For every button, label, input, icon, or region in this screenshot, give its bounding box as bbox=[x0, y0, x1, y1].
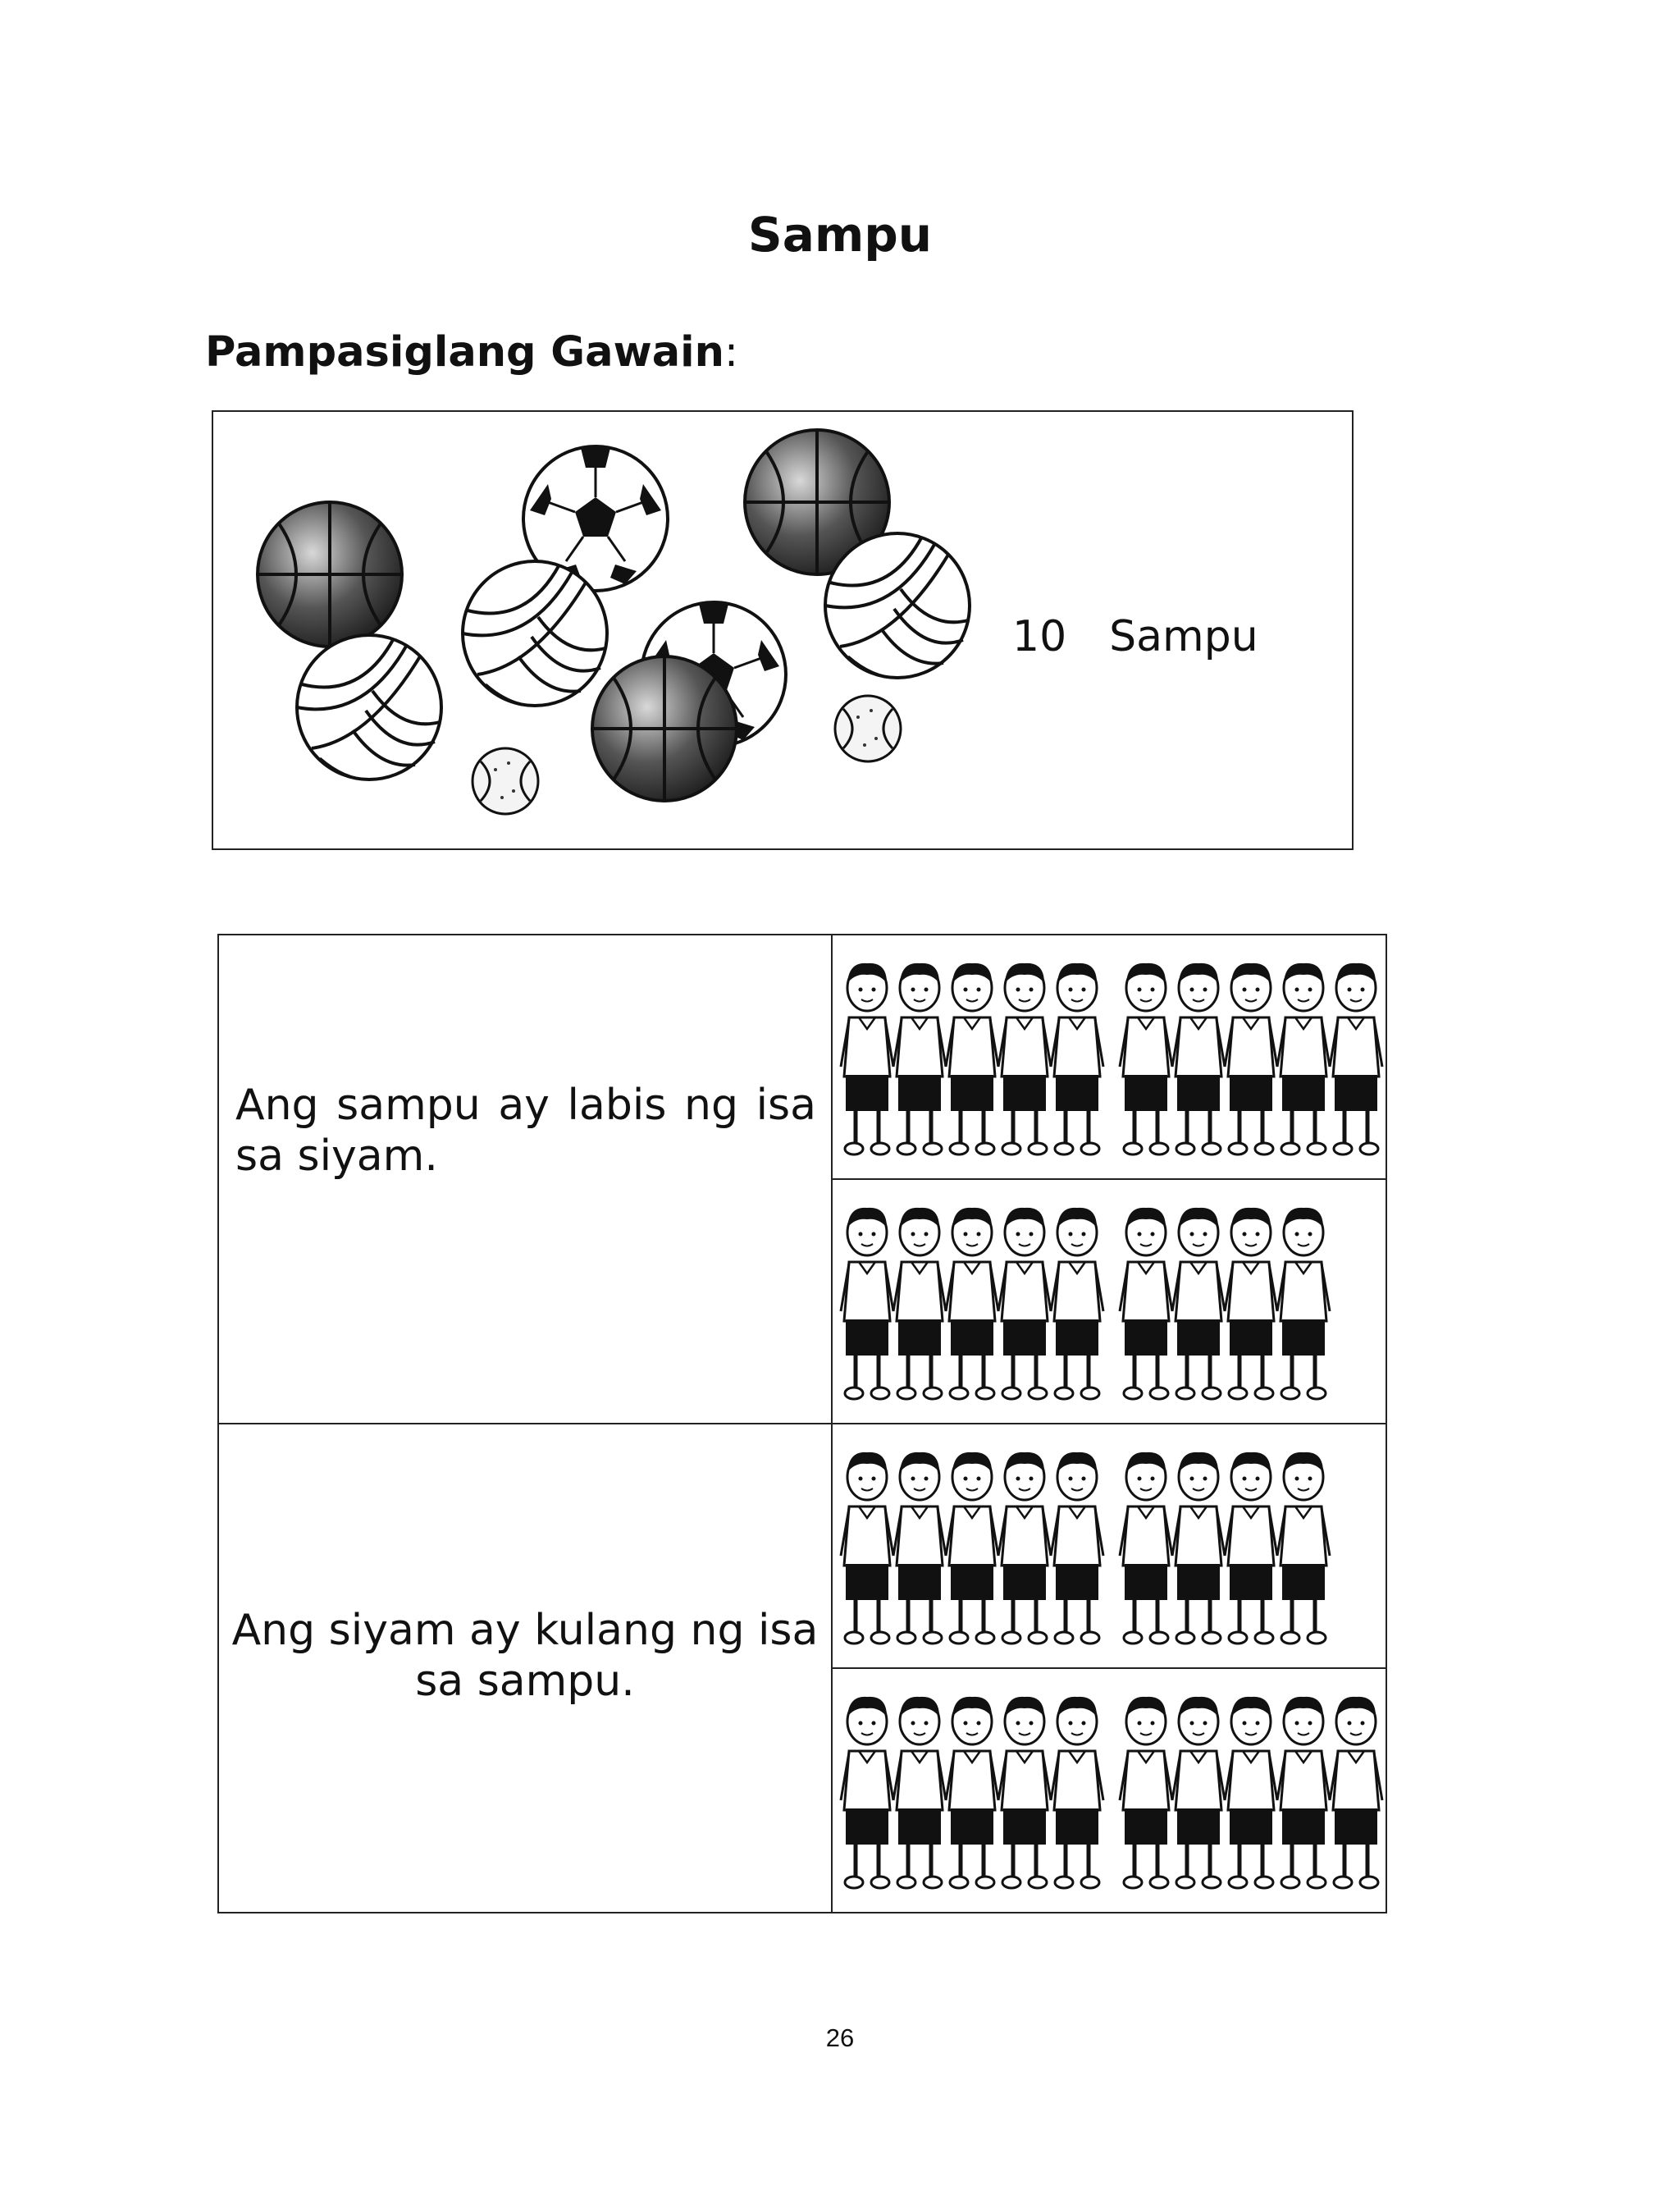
child-icon bbox=[997, 1207, 1052, 1401]
child-icon bbox=[997, 1696, 1052, 1890]
child-icon bbox=[1171, 1207, 1226, 1401]
children-group bbox=[839, 962, 1384, 1156]
child-icon bbox=[892, 962, 947, 1156]
statement-cell: Ang siyam ay kulang ng isa sa sampu. bbox=[217, 1423, 833, 1913]
basketball-icon bbox=[256, 501, 404, 648]
child-icon bbox=[839, 1452, 895, 1645]
child-icon bbox=[839, 1207, 895, 1401]
child-icon bbox=[1118, 962, 1174, 1156]
child-icon bbox=[1223, 962, 1279, 1156]
child-icon bbox=[1276, 1696, 1331, 1890]
basketball-icon bbox=[591, 655, 738, 802]
statement-text: Ang sampu ay labis ng isa sa siyam. bbox=[235, 1081, 816, 1182]
volleyball-icon bbox=[295, 633, 443, 781]
child-icon bbox=[1118, 1452, 1174, 1645]
child-icon bbox=[1276, 1207, 1331, 1401]
ten-label: 10 Sampu bbox=[1012, 612, 1301, 661]
child-icon bbox=[997, 1452, 1052, 1645]
comparison-table: Ang sampu ay labis ng isa sa siyam. Ang … bbox=[217, 934, 1387, 1913]
child-icon bbox=[892, 1207, 947, 1401]
child-icon bbox=[839, 962, 895, 1156]
child-icon bbox=[892, 1696, 947, 1890]
child-icon bbox=[1328, 1696, 1384, 1890]
child-icon bbox=[1049, 1207, 1105, 1401]
child-icon bbox=[1049, 1696, 1105, 1890]
child-icon bbox=[1049, 962, 1105, 1156]
child-icon bbox=[1118, 1207, 1174, 1401]
children-group bbox=[839, 1696, 1384, 1890]
ten-number: 10 bbox=[1012, 612, 1067, 661]
child-icon bbox=[944, 1452, 1000, 1645]
child-icon bbox=[1223, 1207, 1279, 1401]
children-group bbox=[839, 1207, 1331, 1401]
section-heading-label: Pampasiglang Gawain bbox=[205, 328, 724, 377]
page-number: 26 bbox=[825, 2023, 855, 2052]
balls-panel: 10 Sampu bbox=[212, 410, 1354, 850]
child-icon bbox=[997, 962, 1052, 1156]
children-cell bbox=[831, 1178, 1387, 1424]
child-icon bbox=[1171, 1452, 1226, 1645]
page-title: Sampu bbox=[747, 207, 933, 263]
child-icon bbox=[1171, 962, 1226, 1156]
child-icon bbox=[892, 1452, 947, 1645]
small-ball-icon bbox=[471, 747, 540, 816]
volleyball-icon bbox=[824, 532, 971, 679]
ten-word: Sampu bbox=[1109, 612, 1258, 661]
child-icon bbox=[944, 1696, 1000, 1890]
child-icon bbox=[1118, 1696, 1174, 1890]
volleyball-icon bbox=[461, 560, 609, 707]
child-icon bbox=[839, 1696, 895, 1890]
child-icon bbox=[944, 1207, 1000, 1401]
child-icon bbox=[1223, 1452, 1279, 1645]
child-icon bbox=[1328, 962, 1384, 1156]
child-icon bbox=[1171, 1696, 1226, 1890]
statement-cell: Ang sampu ay labis ng isa sa siyam. bbox=[217, 934, 833, 1424]
children-cell bbox=[831, 934, 1387, 1180]
section-heading-colon: : bbox=[724, 328, 739, 377]
children-cell bbox=[831, 1667, 1387, 1913]
children-cell bbox=[831, 1423, 1387, 1669]
small-ball-icon bbox=[833, 694, 902, 763]
statement-text: Ang siyam ay kulang ng isa sa sampu. bbox=[231, 1606, 819, 1707]
child-icon bbox=[1223, 1696, 1279, 1890]
child-icon bbox=[944, 962, 1000, 1156]
child-icon bbox=[1276, 962, 1331, 1156]
child-icon bbox=[1276, 1452, 1331, 1645]
child-icon bbox=[1049, 1452, 1105, 1645]
children-group bbox=[839, 1452, 1331, 1645]
section-heading: Pampasiglang Gawain: bbox=[205, 328, 738, 377]
